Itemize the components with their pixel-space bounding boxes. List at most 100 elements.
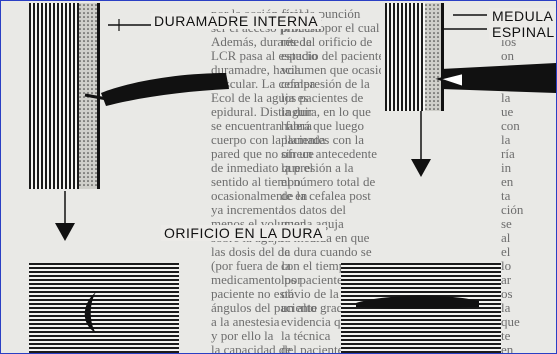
membrane-dot [429, 8, 431, 10]
membrane-dot [95, 64, 97, 66]
cross-section-stripe [29, 271, 179, 273]
membrane-dot [91, 68, 93, 70]
membrane-dot [433, 12, 435, 14]
membrane-dot [95, 132, 97, 134]
membrane-dot [87, 140, 89, 142]
cross-section-stripe [341, 347, 501, 349]
background-text-line: on [501, 49, 514, 63]
background-text-line: in [501, 161, 512, 175]
cross-section-stripe [341, 343, 501, 345]
background-text-line: te [501, 329, 511, 343]
membrane-dot [79, 112, 81, 114]
membrane-dot [95, 28, 97, 30]
background-text-line: estudio del paciente [281, 49, 381, 63]
membrane-dot [437, 4, 439, 6]
background-text-line: la dura, en lo que [281, 105, 371, 119]
membrane-dot [79, 4, 81, 6]
membrane-dot [433, 16, 435, 18]
membrane-dot [95, 172, 97, 174]
membrane-dot [95, 92, 97, 94]
membrane-dot [433, 28, 435, 30]
membrane-dot [91, 116, 93, 118]
membrane-stripe [385, 3, 387, 111]
membrane-dot [83, 104, 85, 106]
membrane-dot [87, 108, 89, 110]
membrane-dot [83, 52, 85, 54]
membrane-stripe [41, 3, 43, 189]
membrane-dot [95, 88, 97, 90]
membrane-dot [83, 48, 85, 50]
background-text-line: la [501, 133, 511, 147]
membrane-dot [83, 176, 85, 178]
background-text-line: epidural. Distinguir [211, 105, 313, 119]
background-text-line: rés del orificio de [281, 35, 373, 49]
background-text-line: ar [501, 273, 512, 287]
membrane-dot [83, 128, 85, 130]
membrane-dot [95, 168, 97, 170]
membrane-dot [429, 64, 431, 66]
membrane-dot [425, 72, 427, 74]
membrane-dot [79, 44, 81, 46]
left-text-column: por la acción físicaser el acceso primar… [211, 1, 331, 353]
background-text-line: los pacientes de [281, 91, 364, 105]
membrane-dot [91, 128, 93, 130]
membrane-dot [87, 4, 89, 6]
membrane-dot [91, 92, 93, 94]
needle-left [101, 73, 229, 106]
background-text-line: del paciente [281, 343, 344, 353]
cross-section-stripe [29, 275, 179, 277]
background-text-line: ta [501, 189, 511, 203]
membrane-dot [91, 56, 93, 58]
membrane-dot [79, 148, 81, 150]
membrane-stripe [65, 3, 67, 189]
membrane-dot [83, 16, 85, 18]
membrane-dot [79, 164, 81, 166]
orifice-crescent-left [84, 292, 96, 333]
membrane-dot [95, 180, 97, 182]
membrane-dot [437, 100, 439, 102]
membrane-dot [433, 60, 435, 62]
background-text-line: medicamento por [211, 273, 302, 287]
membrane-stripe [61, 3, 63, 189]
membrane-dot [91, 24, 93, 26]
membrane-dot [87, 164, 89, 166]
membrane-dot [83, 136, 85, 138]
membrane-dot [79, 108, 81, 110]
membrane-dot [91, 184, 93, 186]
background-text-line: y por ello la [211, 329, 274, 343]
membrane-dot [79, 36, 81, 38]
membrane-dot [87, 72, 89, 74]
membrane-dot [91, 172, 93, 174]
membrane-dot [87, 168, 89, 170]
membrane-dot [95, 8, 97, 10]
label-orificio-dura: ORIFICIO EN LA DURA [161, 225, 326, 241]
membrane-dot [95, 116, 97, 118]
membrane-stripe [77, 3, 79, 189]
membrane-stripe [69, 3, 71, 189]
cross-section-stripe [341, 311, 501, 313]
membrane-dot [91, 112, 93, 114]
background-text-line: que [501, 315, 520, 329]
cross-section-stripe [341, 267, 501, 269]
background-text-line: duramadre, hacia [211, 63, 301, 77]
membrane-dot [91, 16, 93, 18]
membrane-dot [79, 96, 81, 98]
cross-section-stripe [341, 331, 501, 333]
background-text-line: en [501, 343, 514, 353]
membrane-dot [87, 132, 89, 134]
membrane-dot [87, 20, 89, 22]
cross-section-stripe [341, 291, 501, 293]
membrane-dot [83, 180, 85, 182]
membrane-dot [425, 76, 427, 78]
membrane-dot [95, 156, 97, 158]
membrane-dot [437, 72, 439, 74]
membrane-dot [91, 148, 93, 150]
membrane-dot [87, 16, 89, 18]
membrane-dot [95, 128, 97, 130]
background-text-line: las dosis del de [211, 245, 291, 259]
membrane-dot [83, 12, 85, 14]
cross-section-stripe [341, 323, 501, 325]
membrane-dot [79, 60, 81, 62]
